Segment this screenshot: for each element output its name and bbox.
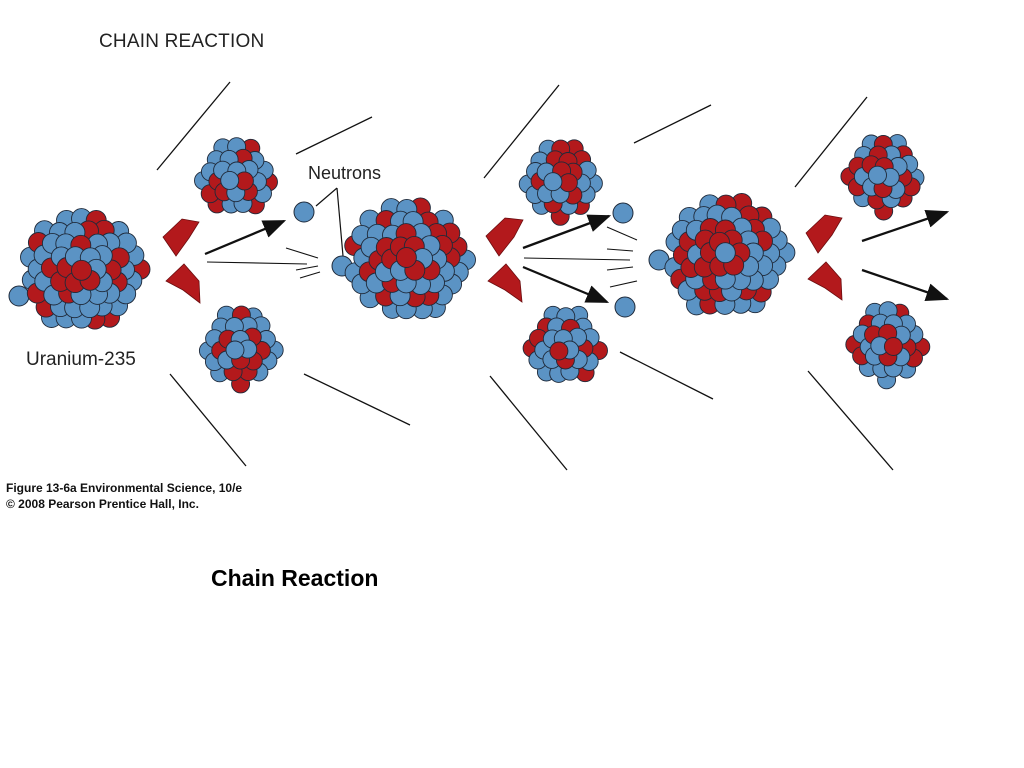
proton — [395, 247, 417, 268]
neutrons-label: Neutrons — [308, 163, 382, 183]
streak — [206, 261, 308, 265]
fission-arrow — [162, 218, 200, 257]
free-neutrons — [8, 201, 670, 318]
motion-line — [156, 81, 231, 171]
streak — [299, 271, 321, 279]
neutron-arrows — [204, 209, 950, 304]
uranium-235-label: Uranium-235 — [26, 349, 136, 370]
motion-line — [303, 373, 411, 426]
streak — [606, 248, 634, 252]
fission-arrow — [487, 263, 523, 303]
nucleus-fission-product — [194, 137, 278, 215]
fission-arrow — [805, 214, 843, 254]
neutron — [714, 242, 736, 264]
slide-caption: Chain Reaction — [211, 565, 379, 591]
pointer-line — [315, 187, 338, 207]
pointer-line — [336, 187, 344, 257]
neutron-arrow — [861, 268, 950, 302]
nucleus-fission-product — [845, 301, 931, 390]
neutron-arrow — [204, 219, 287, 256]
fission-arrow — [485, 217, 524, 257]
motion-line — [633, 104, 712, 144]
neutron — [220, 170, 240, 190]
proton — [71, 259, 92, 281]
nucleus-uranium-235-initial — [20, 208, 151, 330]
neutron-arrow — [861, 209, 950, 243]
fission-arrow — [807, 261, 843, 301]
proton — [549, 341, 569, 361]
neutron-arrow — [522, 214, 612, 250]
credit-line-1: Figure 13-6a Environmental Science, 10/e — [6, 481, 243, 495]
motion-line — [807, 370, 894, 471]
neutron — [614, 296, 636, 318]
figure-credit: Figure 13-6a Environmental Science, 10/e… — [6, 480, 242, 512]
streak — [606, 266, 634, 271]
streak — [285, 247, 319, 259]
streak — [523, 257, 631, 261]
streak — [606, 226, 638, 241]
motion-line — [619, 351, 714, 400]
neutron — [225, 340, 245, 360]
credit-line-2: © 2008 Pearson Prentice Hall, Inc. — [6, 497, 199, 511]
proton — [883, 337, 903, 356]
motion-line — [169, 373, 247, 467]
neutron-arrow — [522, 265, 610, 304]
nucleus-uranium-235 — [344, 197, 476, 320]
nucleus-fission-product — [198, 305, 284, 394]
nucleus-fission-product — [840, 134, 925, 221]
streak — [295, 265, 319, 271]
motion-lines — [156, 81, 894, 471]
nucleus-fission-product — [522, 305, 608, 383]
neutron — [293, 201, 315, 223]
neutron — [543, 172, 563, 192]
neutron — [612, 202, 634, 224]
speed-streaks — [206, 226, 638, 288]
motion-line — [489, 375, 568, 471]
nucleus-fission-product — [518, 139, 603, 226]
streak — [609, 280, 638, 288]
motion-line — [295, 116, 373, 155]
fission-arrows — [162, 214, 843, 304]
neutron — [8, 285, 30, 307]
fission-arrow — [165, 263, 201, 304]
motion-line — [794, 96, 868, 188]
nucleus-uranium-235 — [664, 192, 796, 316]
neutrons-pointer-lines — [315, 187, 344, 257]
motion-line — [483, 84, 560, 179]
neutron — [868, 165, 887, 185]
diagram-title: CHAIN REACTION — [99, 31, 265, 52]
